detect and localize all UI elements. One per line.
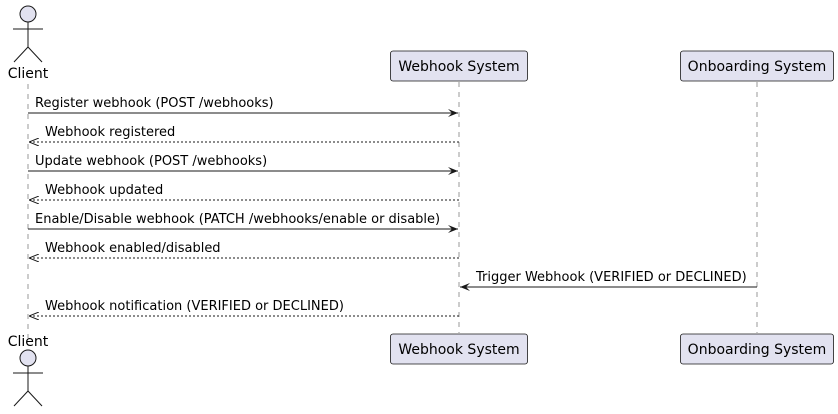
participant-label: Client	[8, 66, 49, 82]
participant-onboarding-top: Onboarding System	[680, 50, 834, 82]
participant-label: Onboarding System	[688, 342, 827, 358]
actor-head-icon	[19, 5, 37, 23]
participant-webhook-bottom: Webhook System	[390, 333, 528, 365]
message-label: Trigger Webhook (VERIFIED or DECLINED)	[475, 270, 747, 285]
actor-leg-icon	[13, 390, 29, 407]
message-label: Update webhook (POST /webhooks)	[35, 154, 267, 169]
participant-box	[390, 50, 528, 82]
participant-onboarding-bottom: Onboarding System	[680, 333, 834, 365]
message: Webhook registered	[29, 125, 459, 142]
participant-label: Webhook System	[398, 342, 519, 358]
actor-head-icon	[19, 349, 37, 367]
message-label: Register webhook (POST /webhooks)	[35, 96, 274, 111]
actor-client-top: Client	[8, 5, 49, 82]
message-label: Webhook enabled/disabled	[45, 241, 221, 256]
participant-label: Onboarding System	[688, 59, 827, 75]
participant-webhook-top: Webhook System	[390, 50, 528, 82]
participant-box	[680, 333, 834, 365]
participant-box	[680, 50, 834, 82]
actor-client-bottom: Client	[8, 334, 49, 407]
message-label: Webhook updated	[45, 183, 163, 198]
message: Webhook updated	[29, 183, 459, 200]
message: Trigger Webhook (VERIFIED or DECLINED)	[460, 270, 757, 291]
message: Webhook enabled/disabled	[29, 241, 459, 258]
actor-leg-icon	[13, 46, 29, 63]
actor-leg-icon	[27, 390, 43, 407]
participant-box	[390, 333, 528, 365]
message: Webhook notification (VERIFIED or DECLIN…	[29, 299, 459, 316]
message: Register webhook (POST /webhooks)	[28, 96, 458, 117]
participant-label: Client	[8, 334, 49, 350]
message-label: Webhook registered	[45, 125, 175, 140]
message: Update webhook (POST /webhooks)	[28, 154, 458, 175]
message-label: Webhook notification (VERIFIED or DECLIN…	[45, 299, 344, 314]
message: Enable/Disable webhook (PATCH /webhooks/…	[28, 212, 458, 233]
participant-label: Webhook System	[398, 59, 519, 75]
message-label: Enable/Disable webhook (PATCH /webhooks/…	[35, 212, 440, 227]
actor-leg-icon	[27, 46, 43, 63]
